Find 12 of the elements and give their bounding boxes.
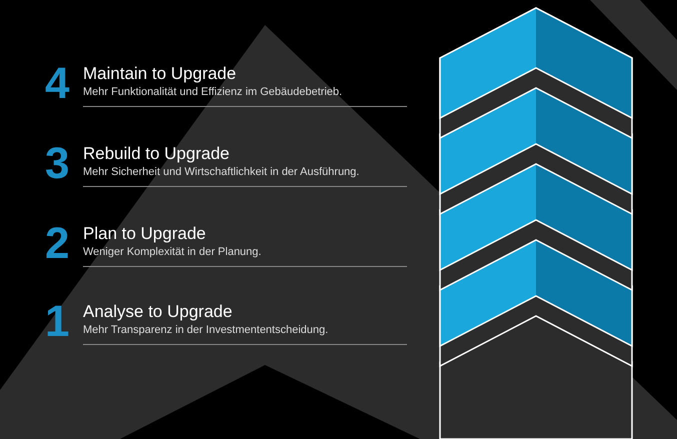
step-number: 4 [45,62,70,106]
step-heading: Rebuild to Upgrade [83,144,230,164]
step-description: Mehr Sicherheit und Wirtschaftlichkeit in der Ausführung. [83,166,360,179]
step-heading: Maintain to Upgrade [83,64,236,84]
step-number: 3 [45,142,70,186]
step-description: Weniger Komplexität in der Planung. [83,246,262,259]
step-description: Mehr Transparenz in der Investmententscheidung. [83,324,328,337]
step-description: Mehr Funktionalität und Effizienz im Gebäudebetrieb. [83,86,342,99]
step-number: 2 [45,222,70,266]
step-heading: Plan to Upgrade [83,224,206,244]
step-heading: Analyse to Upgrade [83,302,232,322]
step-number: 1 [45,300,70,344]
